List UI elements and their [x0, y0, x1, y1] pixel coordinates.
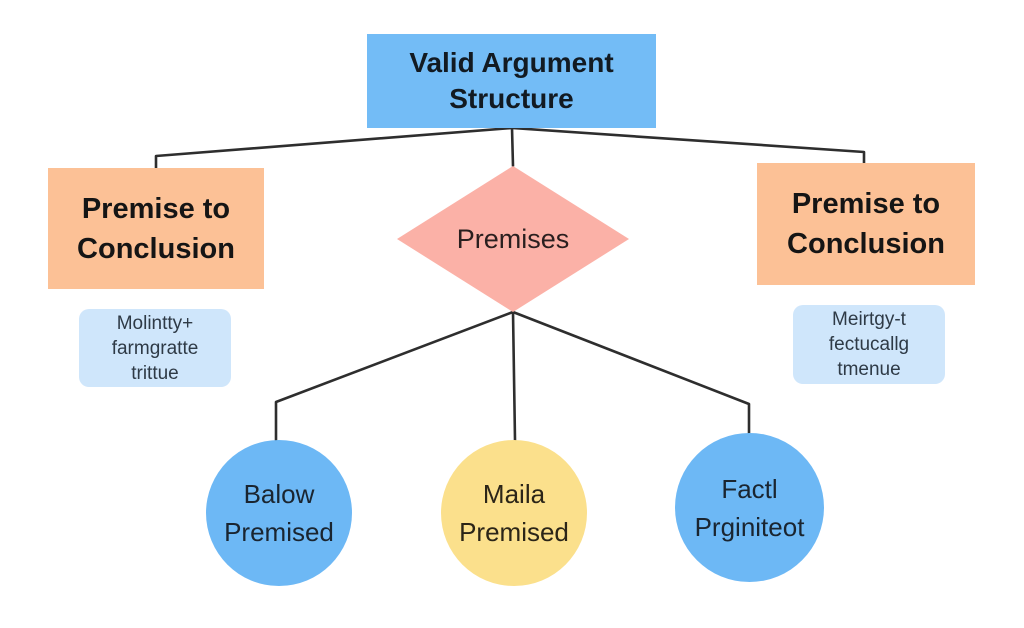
- connector-premises-to-left-node: [274, 310, 515, 442]
- root-node-valid-argument-structure: Valid Argument Structure: [367, 34, 656, 128]
- diamond-shape: [397, 166, 629, 312]
- conclusion-right-line2: Conclusion: [787, 228, 945, 260]
- note-right: Meirtgy-t fectucallg tmenue: [793, 305, 945, 384]
- note-right-line3: tmenue: [837, 359, 901, 380]
- premise-node-middle-line1: Maila: [482, 479, 546, 509]
- conclusion-left-line2: Conclusion: [77, 232, 235, 265]
- connector-root-to-left-conclusion: [154, 126, 514, 170]
- premises-label: Premises: [456, 223, 570, 254]
- premise-node-left-line2: Premised: [224, 517, 334, 547]
- conclusion-right-line1: Premise to: [791, 188, 941, 220]
- root-title-line2: Structure: [449, 83, 574, 114]
- premise-node-middle-line2: Premised: [459, 517, 569, 547]
- premise-node-left-line1: Balow: [243, 479, 315, 509]
- connector-root-to-right-conclusion: [510, 126, 866, 165]
- note-left-line1: Molintty+: [116, 312, 194, 334]
- connector-premises-to-middle-node: [511, 310, 517, 442]
- premise-to-conclusion-left: Premise to Conclusion: [48, 168, 264, 289]
- premise-node-right-line1: Factl: [721, 473, 778, 504]
- note-right-line1: Meirtgy-t: [832, 309, 906, 330]
- premise-node-right: Factl Prginiteot: [675, 433, 824, 582]
- premise-node-left: Balow Premised: [206, 440, 352, 586]
- connector-premises-to-right-node: [511, 310, 751, 435]
- premises-decision-node: Premises: [397, 166, 629, 312]
- premise-to-conclusion-right: Premise to Conclusion: [757, 163, 975, 285]
- premise-node-middle: Maila Premised: [441, 440, 587, 586]
- note-right-line2: fectucallg: [828, 334, 910, 355]
- premise-node-right-line2: Prginiteot: [694, 511, 805, 542]
- note-left-line2: farmgratte: [111, 337, 199, 359]
- note-left-line3: trittue: [131, 362, 179, 384]
- conclusion-left-line1: Premise to: [81, 192, 231, 225]
- connector-root-to-premises: [510, 126, 515, 168]
- note-left: Molintty+ farmgratte trittue: [79, 309, 231, 387]
- root-title-line1: Valid Argument: [409, 47, 614, 78]
